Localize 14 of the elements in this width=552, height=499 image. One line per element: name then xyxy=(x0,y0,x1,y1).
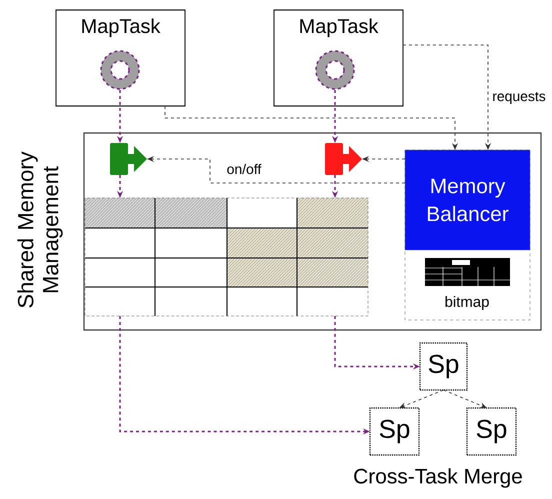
sp-box: Sp xyxy=(369,407,420,456)
edge-label: on/off xyxy=(225,162,263,176)
valve-icon xyxy=(110,143,147,175)
task-box: MapTask xyxy=(56,10,186,106)
balancer-box: Memory Balancer xyxy=(404,150,530,250)
edge-label: requests xyxy=(490,90,548,106)
sp-box: Sp xyxy=(419,342,468,391)
memory-grid xyxy=(84,198,368,316)
valve-icon xyxy=(325,143,362,175)
text-label: Cross-Task Merge xyxy=(354,468,522,488)
panel-title: Shared Memory Management xyxy=(17,152,63,308)
task-box: MapTask xyxy=(274,10,404,106)
sp-box: Sp xyxy=(466,407,517,456)
text-label: bitmap xyxy=(446,296,489,310)
